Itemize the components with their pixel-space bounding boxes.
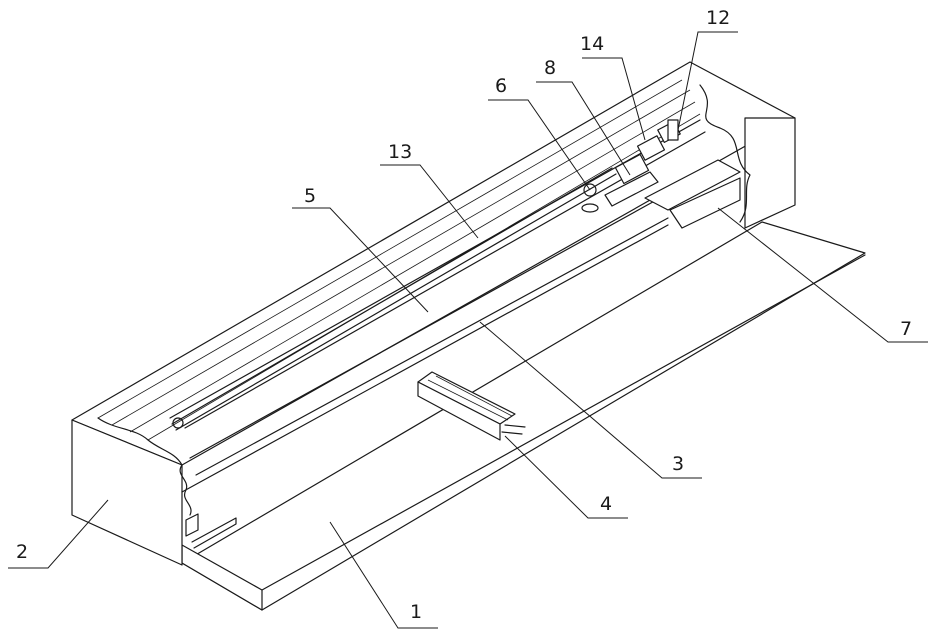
label-text-8: 8: [544, 57, 556, 79]
label-text-3: 3: [672, 453, 684, 475]
label-text-4: 4: [600, 493, 612, 515]
label-text-1: 1: [410, 601, 422, 623]
label-text-7: 7: [900, 318, 912, 340]
label-text-14: 14: [580, 33, 604, 55]
label-text-6: 6: [495, 75, 507, 97]
label-text-2: 2: [16, 541, 28, 563]
base-plate: [182, 222, 865, 610]
label-text-5: 5: [304, 185, 316, 207]
label-text-13: 13: [388, 141, 412, 163]
label-text-12: 12: [706, 7, 730, 29]
